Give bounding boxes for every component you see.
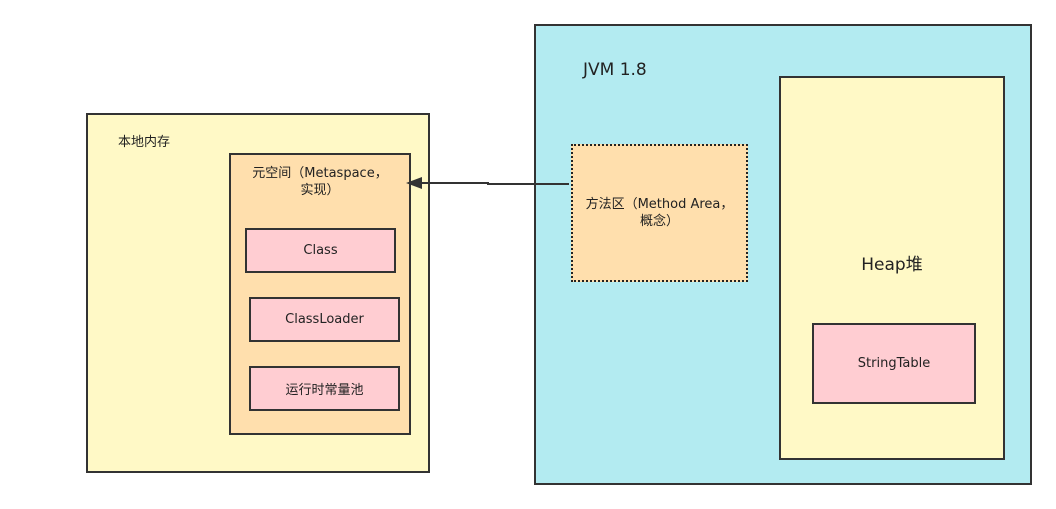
arrowhead-icon	[406, 177, 422, 189]
metaspace-title-line2: 实现）	[300, 183, 340, 198]
native-memory-title: 本地内存	[118, 135, 171, 150]
heap-container: Heap堆 StringTable	[779, 76, 1005, 460]
heap-title: Heap堆	[861, 255, 923, 275]
metaspace-container: 元空间（Metaspace， 实现） Class ClassLoader 运行时…	[229, 153, 411, 435]
native-memory-container: 本地内存 元空间（Metaspace， 实现） Class ClassLoade…	[86, 113, 430, 473]
jvm-container: JVM 1.8 方法区（Method Area， 概念） Heap堆 Strin…	[534, 24, 1032, 485]
stringtable-box: StringTable	[812, 323, 976, 404]
classloader-box: ClassLoader	[249, 297, 400, 342]
class-box: Class	[245, 228, 396, 273]
metaspace-title-line1: 元空间（Metaspace，	[252, 166, 388, 181]
jvm-title: JVM 1.8	[583, 60, 647, 80]
runtime-constant-pool-box: 运行时常量池	[249, 366, 400, 411]
metaspace-title: 元空间（Metaspace， 实现）	[231, 165, 409, 199]
method-area-box: 方法区（Method Area， 概念）	[571, 144, 748, 282]
method-area-label: 方法区（Method Area， 概念）	[573, 146, 746, 280]
method-area-label-line2: 概念）	[639, 214, 679, 229]
method-area-label-line1: 方法区（Method Area，	[585, 197, 734, 212]
connector-line	[418, 182, 569, 185]
